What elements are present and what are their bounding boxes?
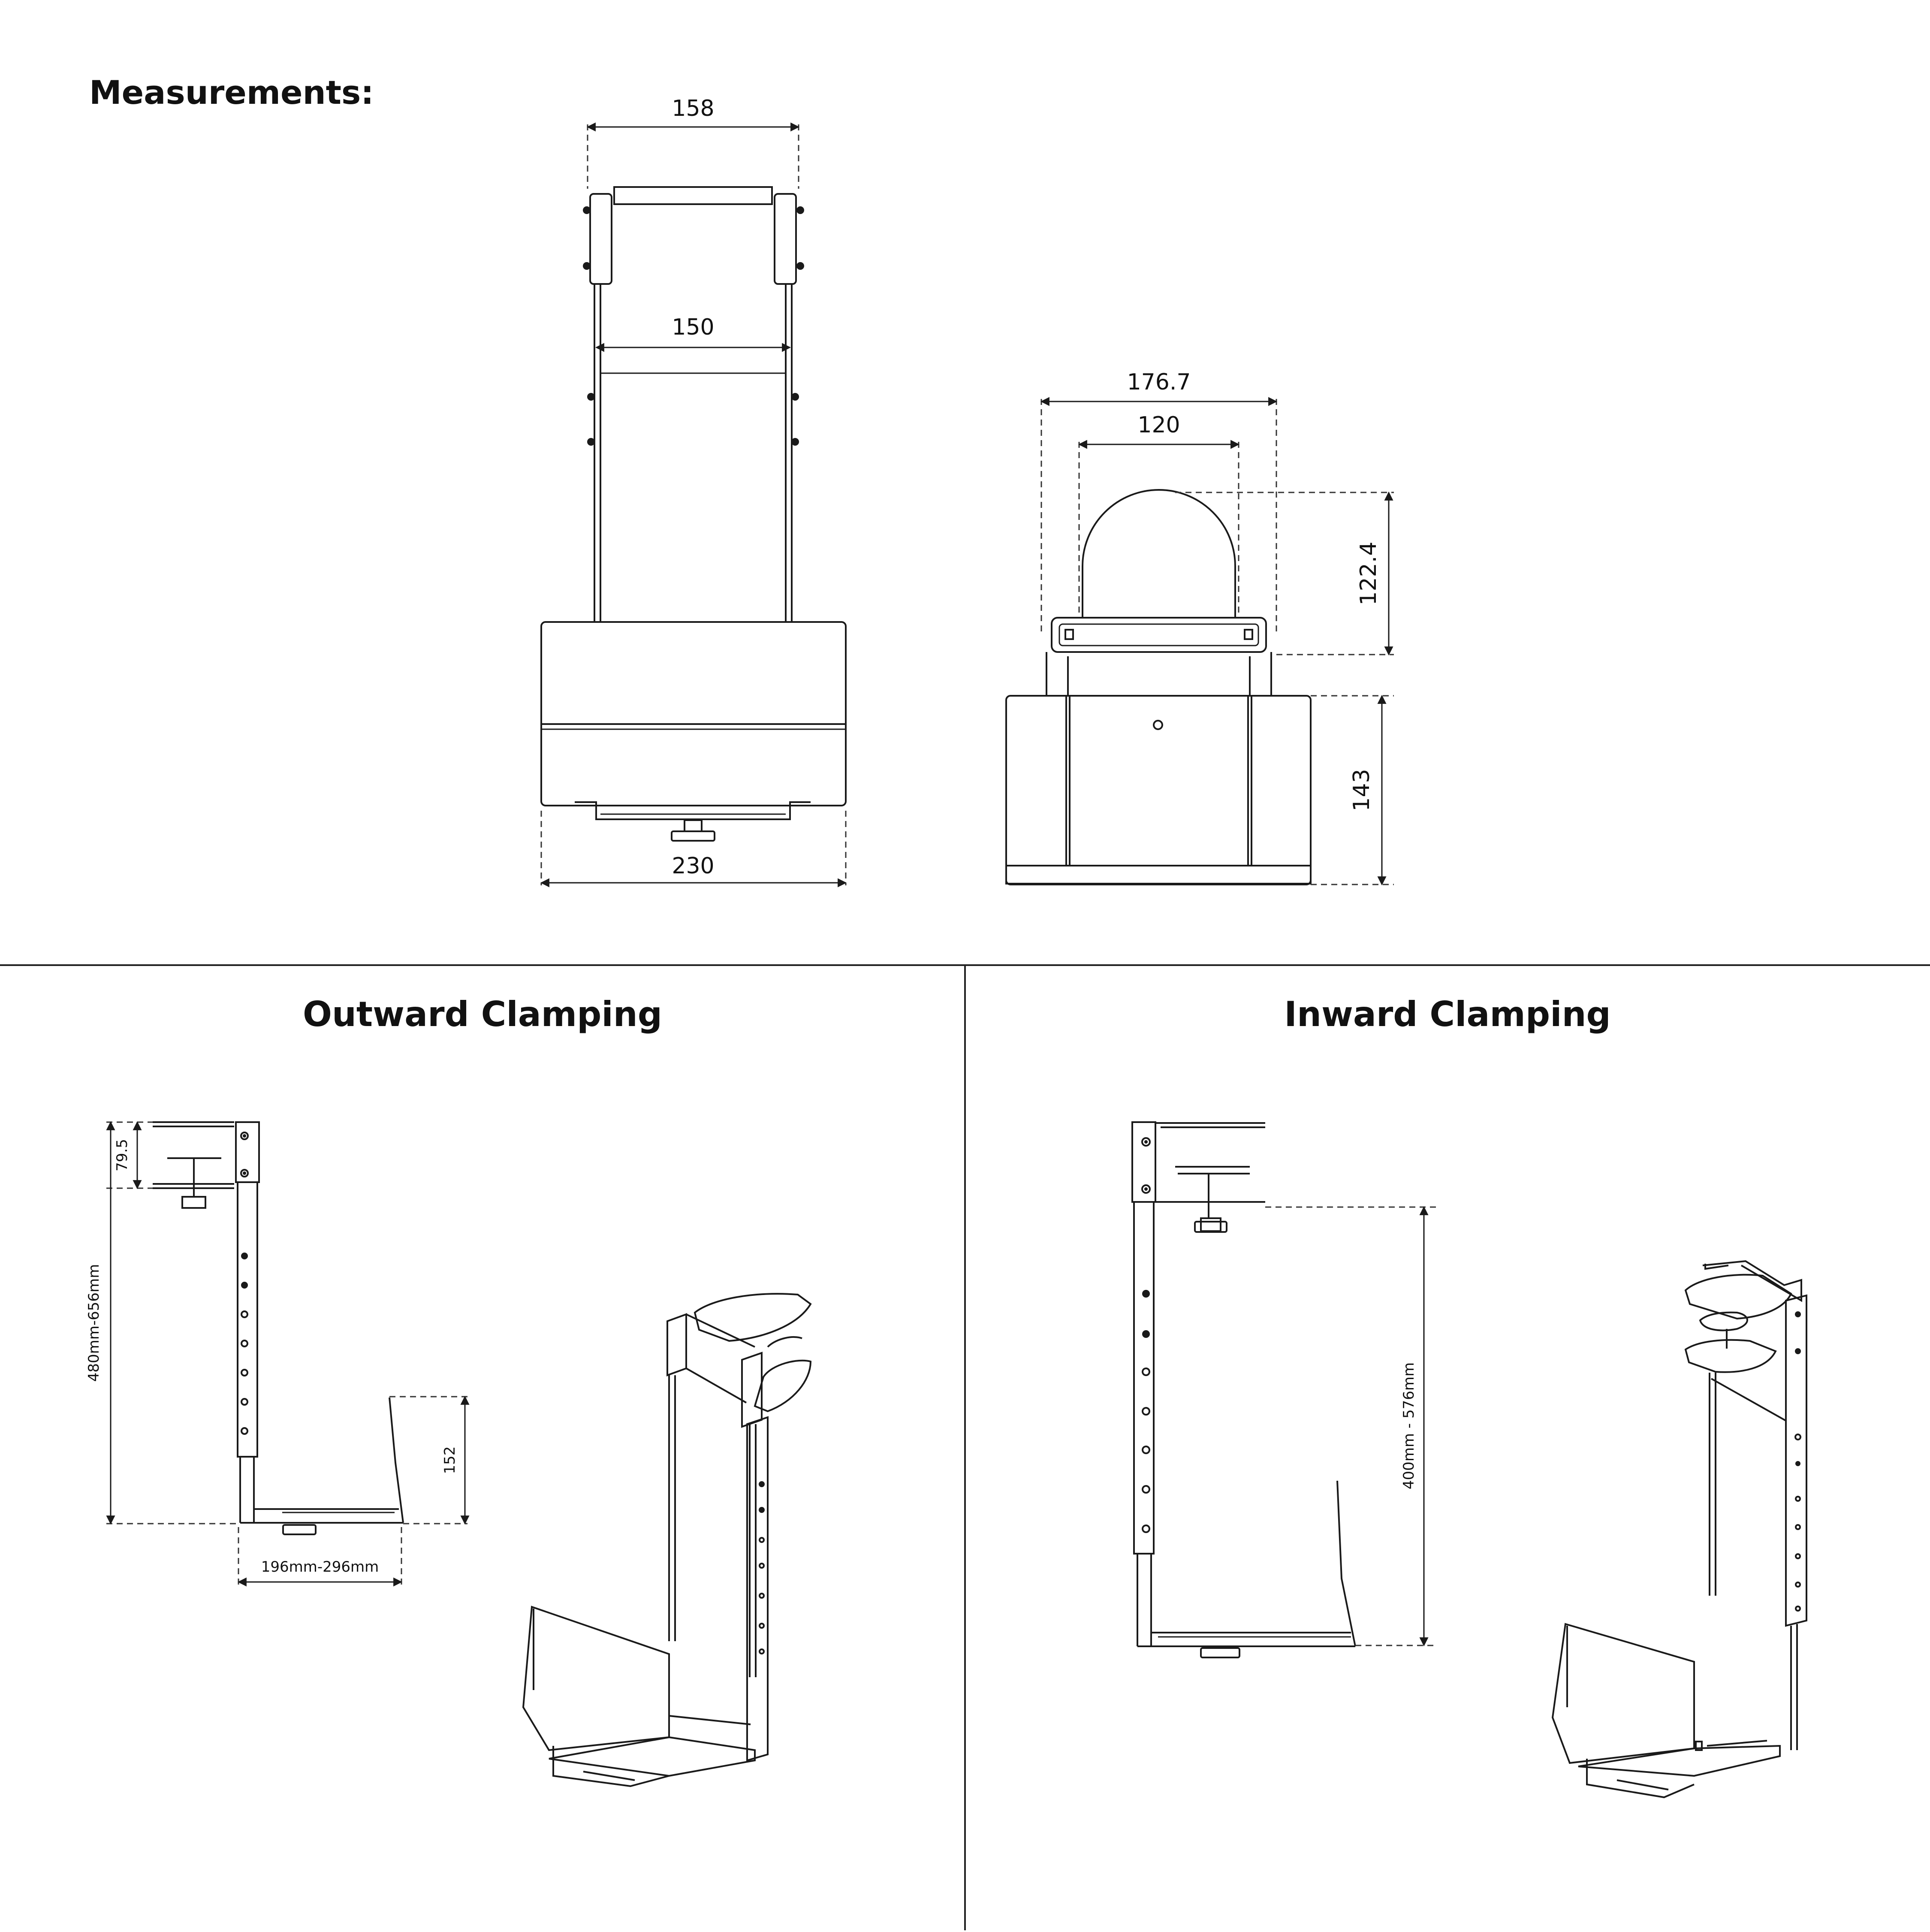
outward-total-height-label: 480mm-656mm bbox=[85, 1264, 103, 1382]
side-inner-width-label: 120 bbox=[1137, 412, 1180, 438]
front-inner-width-label: 150 bbox=[672, 314, 714, 340]
measurements-heading: Measurements: bbox=[89, 73, 374, 112]
side-view-drawing: 176.7 120 122.4 143 bbox=[1005, 369, 1394, 886]
front-view-drawing: 158 150 230 bbox=[540, 96, 847, 888]
inward-profile-drawing: 400mm - 576mm bbox=[1131, 1121, 1437, 1658]
outward-clamping-heading: Outward Clamping bbox=[303, 994, 662, 1034]
side-outer-width-label: 176.7 bbox=[1127, 369, 1191, 395]
front-base-width-label: 230 bbox=[672, 853, 714, 879]
side-arch-height-label: 122.4 bbox=[1356, 542, 1381, 606]
outward-tray-depth-label: 196mm-296mm bbox=[261, 1558, 379, 1576]
front-top-width-label: 158 bbox=[672, 96, 714, 121]
inward-isometric-drawing bbox=[1551, 1260, 1807, 1799]
outward-clamp-height-label: 79.5 bbox=[114, 1139, 131, 1171]
outward-side-height-label: 152 bbox=[441, 1446, 458, 1474]
side-box-height-label: 143 bbox=[1349, 769, 1375, 811]
inward-clamping-heading: Inward Clamping bbox=[1284, 994, 1611, 1034]
outward-isometric-drawing bbox=[522, 1293, 812, 1787]
outward-profile-drawing: 79.5 480mm-656mm 152 196mm-296mm bbox=[85, 1121, 470, 1587]
inward-adjustable-height-label: 400mm - 576mm bbox=[1400, 1362, 1417, 1489]
